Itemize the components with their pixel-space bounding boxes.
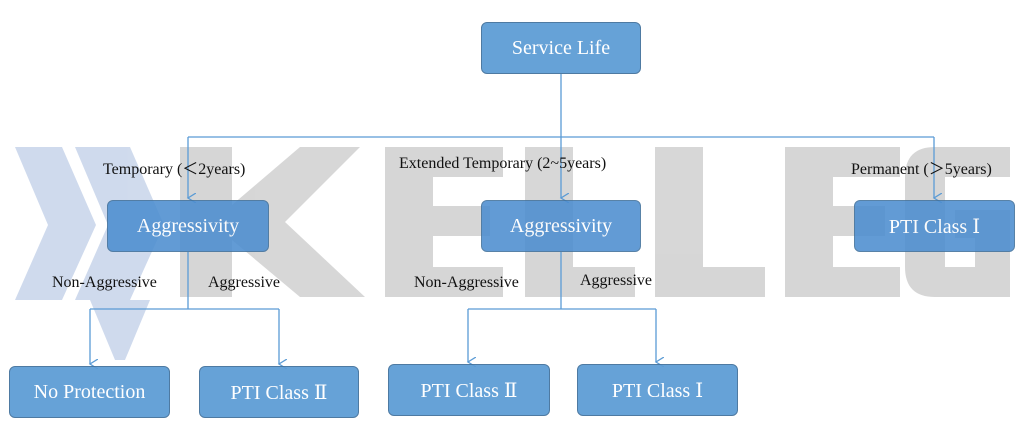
non-aggressive-label-left: Non-Aggressive [52,274,157,291]
temporary-label: Temporary (＜2years) [103,161,246,178]
pti-class-1-node-extended: PTI Class Ⅰ [577,364,738,416]
aggressivity-node-temporary: Aggressivity [107,200,269,252]
permanent-label: Permanent (＞5years) [851,161,992,178]
non-aggressive-label-mid: Non-Aggressive [414,274,519,291]
no-protection-node: No Protection [9,366,170,418]
pti-class-2-node-extended: PTI Class Ⅱ [388,364,550,416]
aggressive-label-mid: Aggressive [580,272,652,289]
pti-class-2-node-temporary: PTI Class Ⅱ [199,366,359,418]
aggressive-label-left: Aggressive [208,274,280,291]
service-life-node: Service Life [481,22,641,74]
aggressivity-node-extended: Aggressivity [481,200,641,252]
pti-class-1-node-permanent: PTI Class Ⅰ [854,200,1015,252]
extended-temporary-label: Extended Temporary (2~5years) [399,155,607,172]
